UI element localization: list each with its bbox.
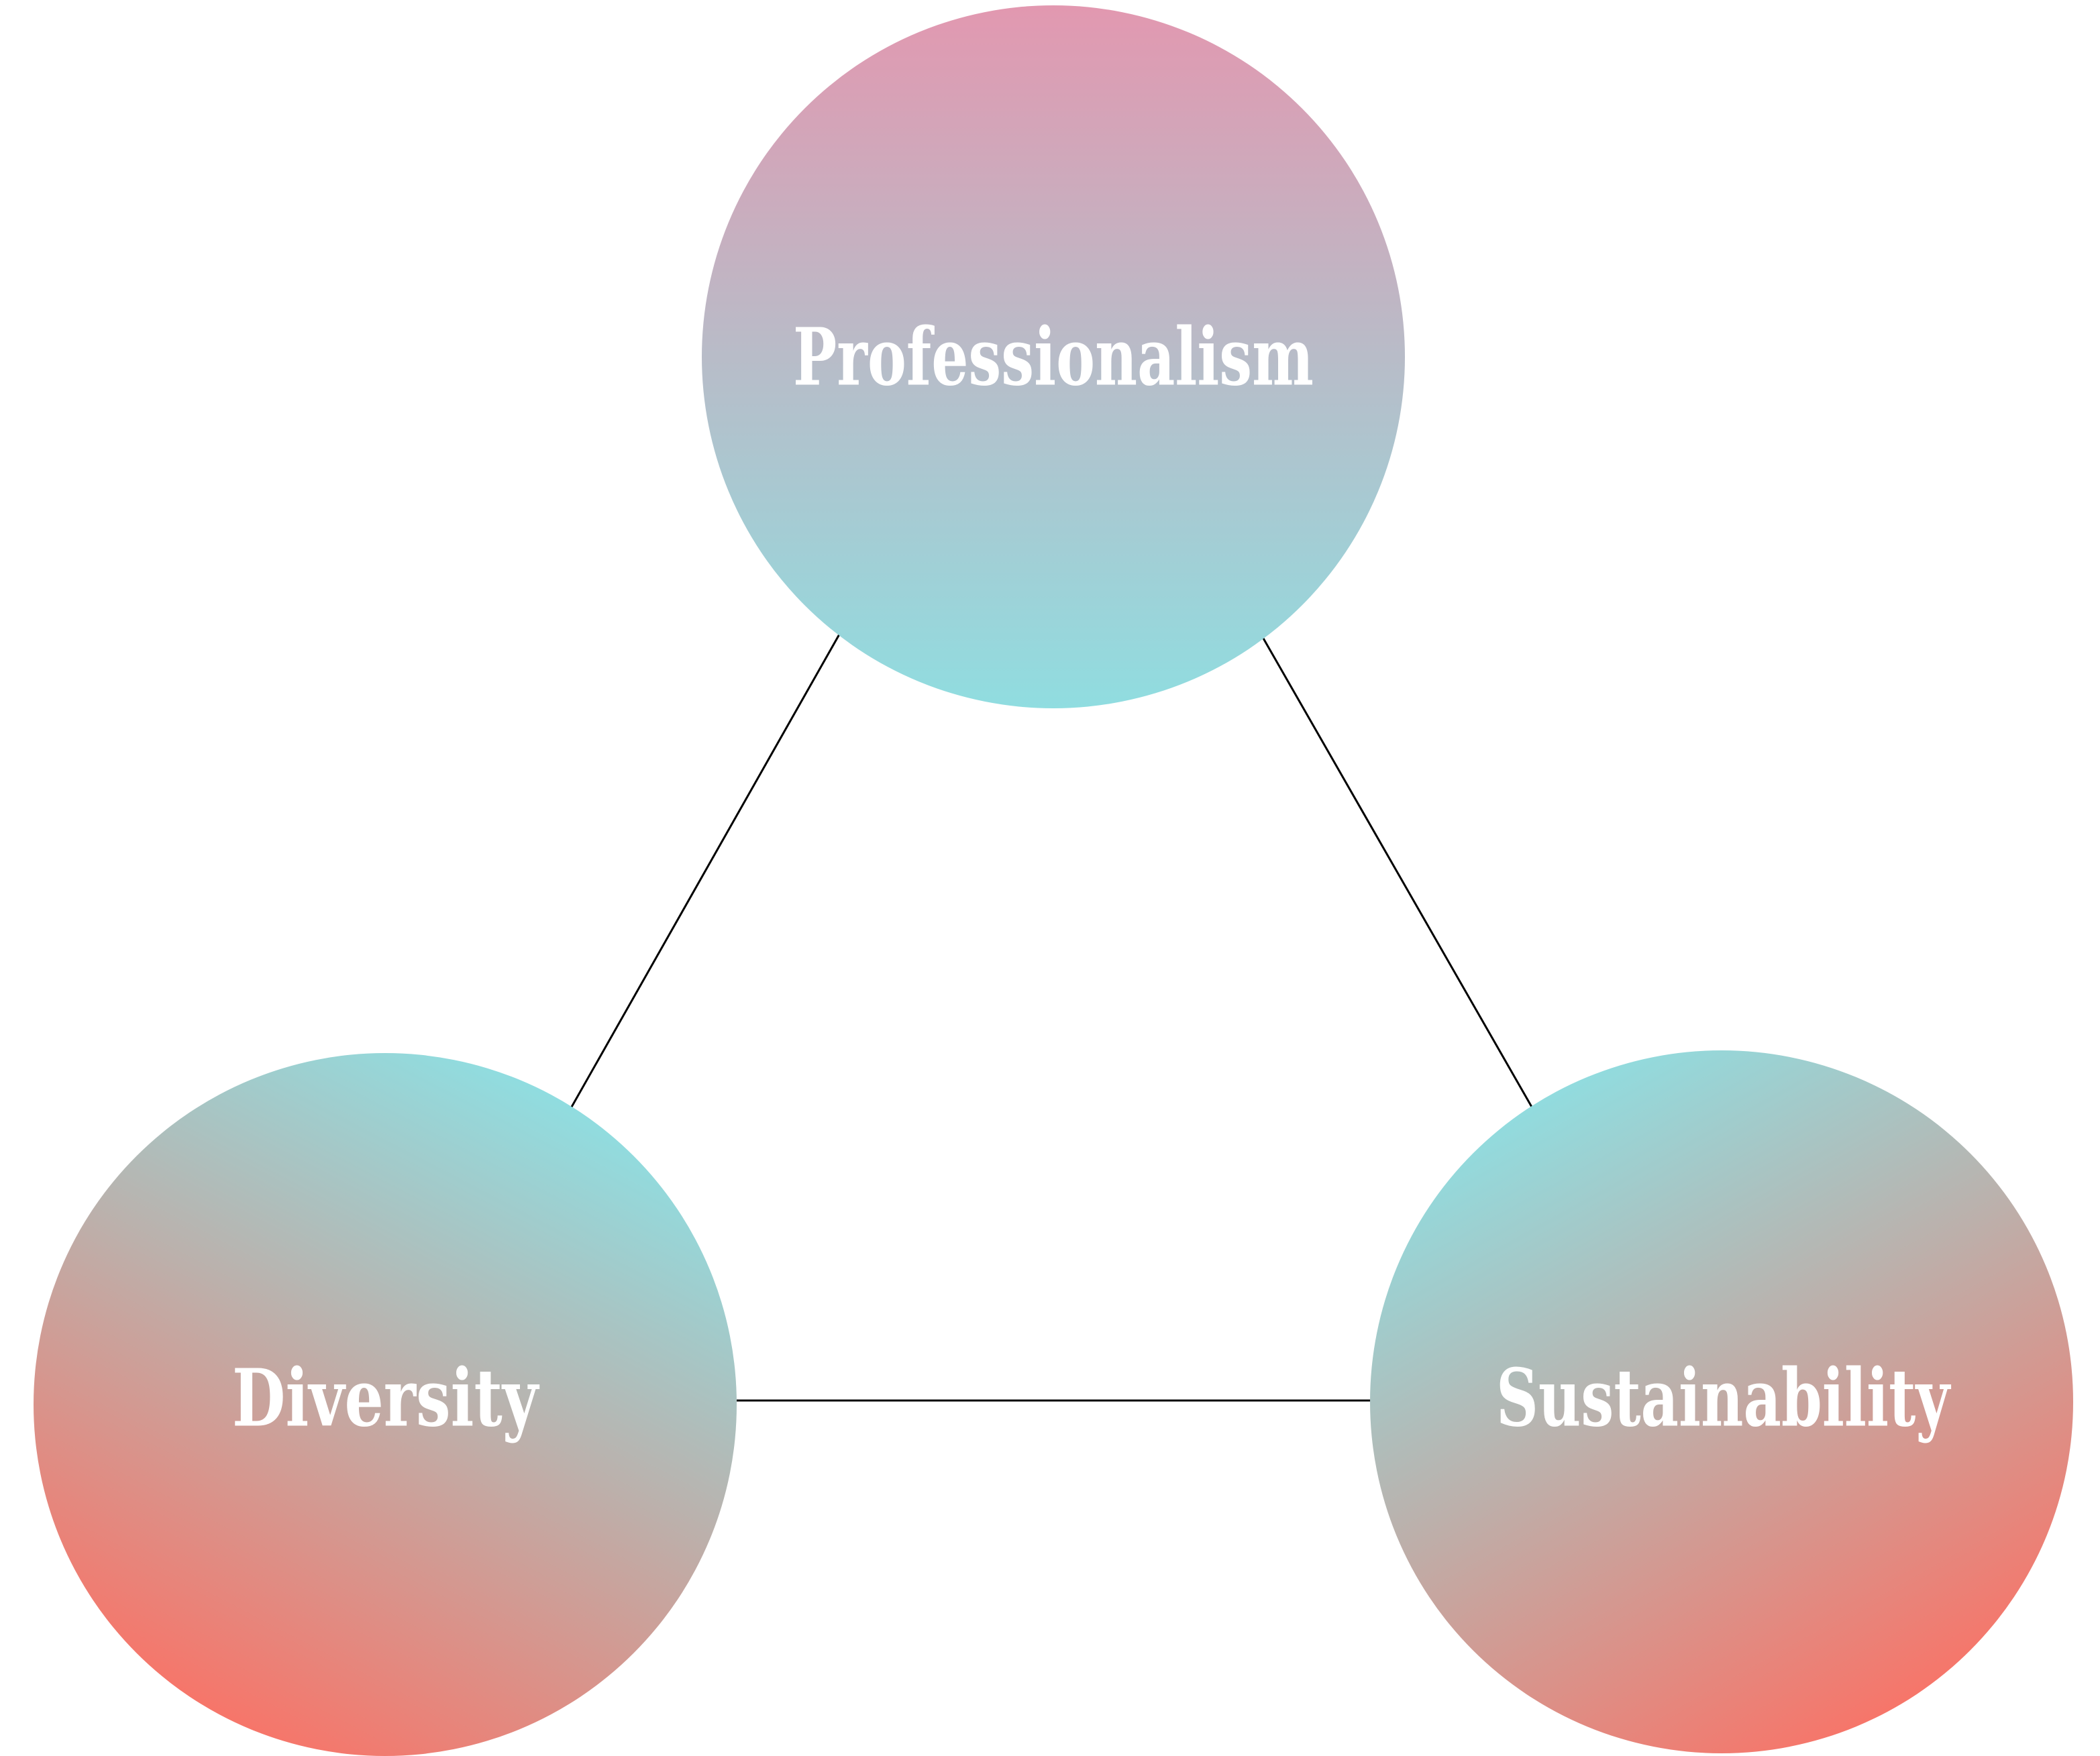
connector-top-left — [570, 633, 841, 1109]
node-diversity-label: Diversity — [232, 1352, 540, 1445]
node-sustainability: Sustainability — [1370, 1050, 2073, 1753]
node-diversity-circle — [34, 1053, 737, 1756]
node-sustainability-circle — [1370, 1050, 2073, 1753]
node-professionalism: Professionalism — [702, 5, 1405, 708]
node-sustainability-label: Sustainability — [1496, 1352, 1952, 1445]
node-professionalism-circle — [702, 5, 1405, 708]
connector-top-right — [1261, 637, 1534, 1109]
node-professionalism-label: Professionalism — [793, 311, 1314, 404]
node-diversity: Diversity — [34, 1053, 737, 1756]
